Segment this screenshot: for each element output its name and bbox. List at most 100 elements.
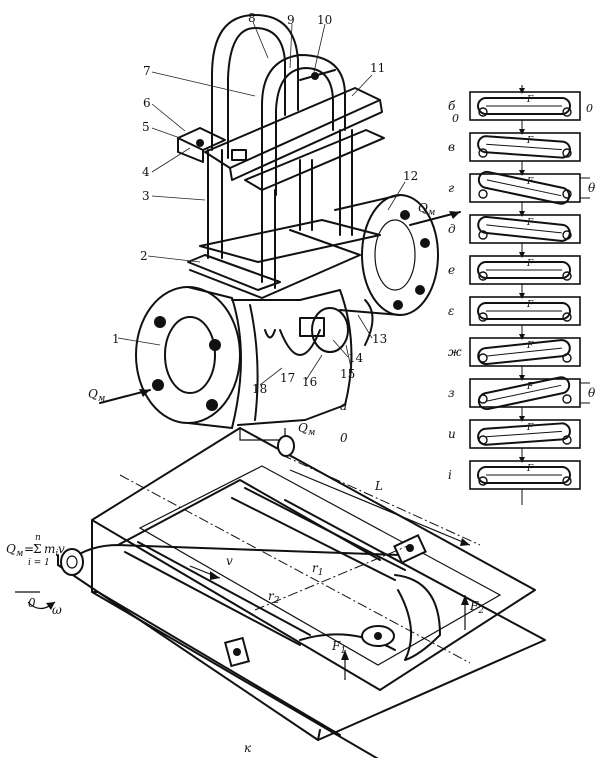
part-label-1: 1 — [112, 332, 120, 346]
part-label-16: 16 — [302, 375, 317, 389]
tube-state-force: F — [526, 218, 534, 228]
assembly-view-a — [99, 14, 461, 429]
svg-text:mi: mi — [44, 542, 58, 559]
inlet-flow-label: Qм — [88, 387, 105, 404]
tube-state-left-point: 0 — [452, 112, 459, 125]
tube-state-frame — [469, 419, 581, 449]
part-label-6: 6 — [143, 96, 151, 110]
part-label-5: 5 — [142, 120, 150, 134]
tube-state-letter: е — [448, 263, 455, 277]
tube-state-force: F — [526, 382, 534, 392]
dim-v: v — [226, 554, 233, 568]
tube-state-angle: θ — [588, 181, 596, 195]
svg-text:i = 1: i = 1 — [28, 558, 50, 568]
tube-state-letter: д — [448, 222, 456, 236]
force-arrowhead — [519, 334, 525, 340]
part-label-12: 12 — [403, 169, 418, 183]
svg-text:n: n — [35, 533, 41, 543]
tube-state-force: F — [526, 259, 534, 269]
dim-omega: ω — [52, 603, 62, 617]
tube-state-force: F — [526, 423, 534, 433]
left-axis-point: 0 — [28, 596, 36, 610]
dim-r2: r2 — [268, 589, 280, 606]
part-label-18: 18 — [252, 382, 267, 396]
dim-L: L — [374, 479, 383, 493]
part-label-2: 2 — [140, 249, 148, 263]
tube-state-1: б F 0 0 — [448, 88, 593, 125]
mass-flow-formula: Qм = Σ mi v n i = 1 — [6, 533, 65, 568]
part-label-9: 9 — [287, 13, 295, 27]
tube-state-letter: ε — [448, 304, 454, 318]
tube-state-letter: и — [448, 427, 456, 441]
svg-text:Σ: Σ — [33, 542, 41, 556]
force-arrowhead — [519, 170, 525, 176]
schematic-view-k — [15, 427, 546, 758]
inlet-flange — [135, 286, 242, 429]
tube-state-force: F — [526, 177, 534, 187]
tube-state-letter: г — [448, 181, 454, 195]
force-arrowhead — [519, 129, 525, 135]
tube-state-force: F — [526, 341, 534, 351]
part-label-14: 14 — [348, 351, 364, 365]
part-label-8: 8 — [248, 11, 256, 25]
tube-shape — [477, 97, 571, 115]
part-label-4: 4 — [142, 165, 150, 179]
tube-state-letter: з — [448, 386, 455, 400]
tube-state-force: F — [526, 464, 534, 474]
tube-shape — [477, 302, 571, 320]
tube-state-end-point: 0 — [586, 102, 593, 115]
tube-shape — [477, 422, 571, 446]
force-arrowhead — [519, 293, 525, 299]
force-arrowhead — [519, 416, 525, 422]
tube-state-letter: ж — [448, 345, 462, 359]
svg-text:=: = — [24, 542, 34, 556]
tube-state-letter: б — [448, 99, 456, 113]
dim-r1: r1 — [312, 561, 323, 578]
svg-text:v: v — [58, 542, 65, 556]
force-arrowhead — [519, 252, 525, 258]
tube-state-force: F — [526, 136, 534, 146]
part-label-3: 3 — [142, 189, 150, 203]
tube-shape — [477, 215, 571, 242]
force-arrowhead — [519, 88, 525, 94]
part-label-10: 10 — [317, 13, 332, 27]
tube-shape — [477, 261, 571, 279]
tube-state-angle: θ — [588, 386, 596, 400]
force-arrowhead — [519, 375, 525, 381]
force-F1: F1 — [331, 639, 346, 656]
force-arrowhead — [519, 211, 525, 217]
tube-state-force: F — [526, 95, 534, 105]
tube-state-force: F — [526, 300, 534, 310]
top-flow-label: Qм — [298, 421, 315, 438]
tube-state-letter: в — [448, 140, 455, 154]
part-label-7: 7 — [143, 64, 151, 78]
part-label-17: 17 — [280, 371, 295, 385]
svg-text:Qм: Qм — [6, 542, 23, 559]
tube-shape — [477, 376, 571, 411]
force-F2: F2 — [469, 599, 484, 616]
view-label-k: к — [244, 741, 252, 755]
part-label-13: 13 — [372, 332, 387, 346]
part-label-11: 11 — [370, 61, 385, 75]
view-label-a: а — [340, 399, 347, 413]
tube-state-letter: і — [448, 468, 452, 482]
part-label-15: 15 — [340, 367, 355, 381]
tube-shape — [477, 466, 571, 484]
outlet-flow-label: Qм — [418, 201, 435, 218]
tube-shape — [477, 339, 571, 366]
top-axis-point: 0 — [340, 431, 348, 445]
outlet-flange — [334, 194, 439, 316]
force-arrowhead — [519, 457, 525, 463]
part-labels: 1 2 3 4 5 6 7 8 9 10 11 12 13 14 15 16 1… — [112, 11, 418, 396]
